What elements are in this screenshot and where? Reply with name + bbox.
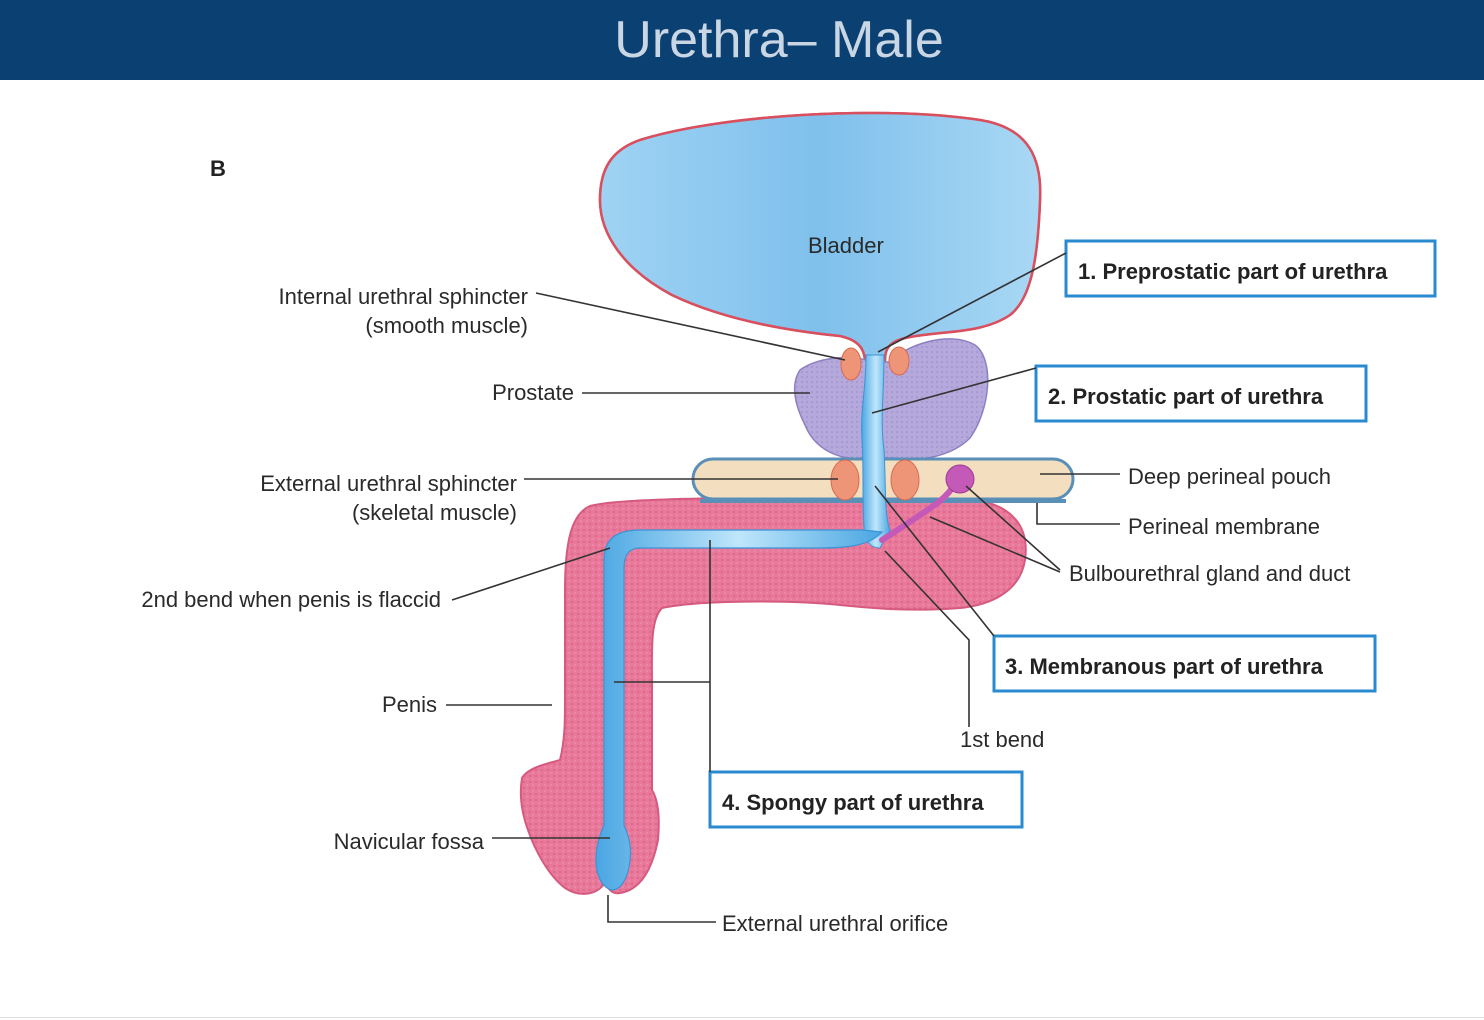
panel-letter: B — [210, 156, 226, 181]
external-sphincter-label-2: (skeletal muscle) — [352, 500, 517, 525]
second-bend-label: 2nd bend when penis is flaccid — [141, 587, 441, 612]
perineal-membrane-label: Perineal membrane — [1128, 514, 1320, 539]
leader-membranous — [874, 485, 995, 637]
prostate-label: Prostate — [492, 380, 574, 405]
spongy-box — [708, 770, 1024, 829]
prostatic-box — [1034, 364, 1368, 423]
preprostatic-box — [1064, 239, 1437, 298]
page-title: Urethra– Male — [614, 11, 944, 69]
leader-prostatic — [871, 367, 1037, 414]
external-sphincter-label-1: External urethral sphincter — [260, 471, 517, 496]
title-bar — [0, 0, 1484, 80]
bulbourethral-duct — [879, 481, 958, 543]
external-sphincter-left — [830, 459, 860, 501]
membranous-label: 3. Membranous part of urethra — [1005, 654, 1324, 679]
leader-preprostatic — [877, 252, 1067, 353]
spongy-label: 4. Spongy part of urethra — [722, 790, 984, 815]
leader-spongy — [614, 540, 711, 772]
internal-sphincter-right — [888, 346, 910, 376]
leader-bulbourethral-duct — [929, 516, 1061, 573]
bottom-divider — [0, 1017, 1484, 1018]
internal-sphincter-left — [840, 347, 862, 381]
leader-external-orifice — [607, 895, 716, 923]
navicular-fossa-label: Navicular fossa — [334, 829, 485, 854]
bladder-label: Bladder — [808, 233, 884, 258]
first-bend-label: 1st bend — [960, 727, 1044, 752]
membranous-box — [992, 634, 1377, 693]
urethra-spongy — [595, 529, 884, 891]
external-orifice-label: External urethral orifice — [722, 911, 948, 936]
leader-second-bend — [451, 547, 611, 601]
internal-sphincter-label-2: (smooth muscle) — [365, 313, 528, 338]
prostatic-label: 2. Prostatic part of urethra — [1048, 384, 1324, 409]
internal-sphincter-label-1: Internal urethral sphincter — [279, 284, 528, 309]
external-sphincter-right — [890, 459, 920, 501]
bulbourethral-label: Bulbourethral gland and duct — [1069, 561, 1350, 586]
leader-internal-sphincter — [535, 292, 846, 361]
preprostatic-label: 1. Preprostatic part of urethra — [1078, 259, 1388, 284]
penis-label: Penis — [382, 692, 437, 717]
urethra-upper — [861, 354, 891, 549]
leader-bulbourethral-gland — [965, 485, 1061, 571]
leader-perineal-membrane — [1036, 503, 1120, 525]
penis-shape — [519, 497, 1027, 895]
leader-first-bend — [884, 550, 970, 727]
deep-pouch-label: Deep perineal pouch — [1128, 464, 1331, 489]
